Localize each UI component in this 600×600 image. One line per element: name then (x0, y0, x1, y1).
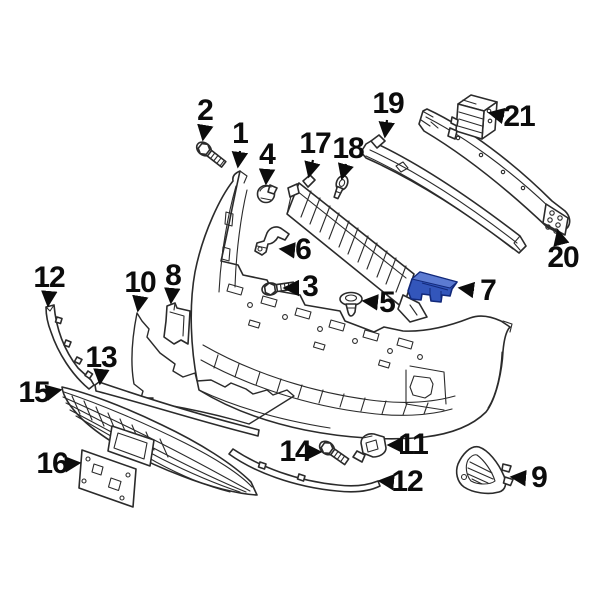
callout-number-mounting-bracket[interactable]: 21 (503, 100, 535, 133)
callout-number-bracket[interactable]: 6 (295, 233, 312, 266)
callout-arrow-energy-absorber (378, 119, 395, 139)
callout-number-bracket[interactable]: 8 (165, 259, 182, 292)
callout-arrow-mounting-bracket (487, 107, 506, 125)
callout-arrow-molding-strip-left (41, 290, 58, 308)
part-side-bracket-selected[interactable] (407, 271, 459, 303)
callout-number-grommet[interactable]: 4 (259, 138, 276, 171)
callout-number-license-plate-bracket[interactable]: 16 (36, 447, 68, 480)
part-grommet[interactable] (256, 184, 278, 204)
callout-number-bolt[interactable]: 2 (197, 94, 214, 127)
callout-number-clip-nut[interactable]: 11 (398, 428, 429, 461)
callout-arrow-bracket (278, 242, 296, 259)
callout-number-push-pin-clip[interactable]: 5 (379, 286, 396, 319)
part-bolt-lower[interactable] (317, 438, 350, 466)
callout-arrow-bracket (164, 287, 181, 305)
callout-number-bumper-cover[interactable]: 1 (232, 117, 249, 150)
callout-arrow-license-plate-bracket (64, 456, 82, 473)
part-molding-strip-upper[interactable] (94, 381, 260, 437)
callout-arrow-bumper-cover (231, 150, 249, 169)
callout-number-clip-bolt[interactable]: 18 (332, 132, 364, 165)
part-bracket-plate[interactable] (163, 302, 191, 345)
callout-number-energy-absorber[interactable]: 19 (372, 87, 404, 120)
callout-arrow-lower-grille (44, 384, 63, 401)
callout-arrow-grommet (258, 168, 276, 186)
part-lower-cover-outline[interactable] (131, 312, 295, 425)
part-bolt-upper[interactable] (194, 139, 227, 169)
callout-arrow-lower-cover-outline (132, 294, 149, 313)
part-push-pin-clip[interactable] (339, 291, 363, 317)
callout-number-impact-bar[interactable]: 20 (547, 241, 579, 274)
part-molding-strip-left[interactable] (45, 304, 95, 390)
callout-arrow-side-bracket-selected (457, 281, 476, 299)
callout-number-bolt[interactable]: 14 (279, 435, 311, 468)
callout-number-molding-strip-bottom[interactable]: 12 (391, 465, 423, 498)
callout-number-fog-lamp-bezel[interactable]: 9 (531, 461, 548, 494)
callout-number-bolt[interactable]: 3 (302, 270, 319, 303)
part-lower-grille[interactable] (61, 386, 258, 496)
callout-number-sight-shield[interactable]: 17 (299, 127, 331, 160)
part-small-bracket[interactable] (254, 226, 290, 256)
part-clip-nut[interactable] (352, 433, 387, 463)
callout-arrows (41, 107, 570, 491)
callout-arrow-sight-shield (304, 159, 321, 179)
callout-arrow-bolt (197, 123, 214, 142)
callout-number-molding-strip-upper[interactable]: 13 (85, 341, 117, 374)
callout-arrow-fog-lamp-bezel (509, 469, 527, 487)
part-bumper-cover[interactable] (190, 170, 513, 440)
callout-number-lower-grille[interactable]: 15 (18, 376, 50, 409)
callout-number-lower-cover-outline[interactable]: 10 (124, 266, 156, 299)
part-fog-lamp-bezel[interactable] (455, 445, 514, 495)
part-mounting-bracket[interactable] (447, 94, 498, 140)
callout-arrow-clip-bolt (337, 162, 354, 181)
part-license-plate-bracket[interactable] (78, 449, 137, 508)
callout-arrow-molding-strip-bottom (377, 474, 395, 491)
callout-arrow-push-pin-clip (361, 294, 379, 311)
callout-number-molding-strip-left[interactable]: 12 (33, 261, 65, 294)
callout-arrow-impact-bar (553, 228, 570, 247)
callout-arrow-molding-strip-upper (93, 368, 110, 386)
part-clip-bolt[interactable] (331, 174, 350, 200)
part-energy-absorber[interactable] (360, 134, 527, 254)
callout-number-side-bracket-selected[interactable]: 7 (480, 274, 497, 307)
